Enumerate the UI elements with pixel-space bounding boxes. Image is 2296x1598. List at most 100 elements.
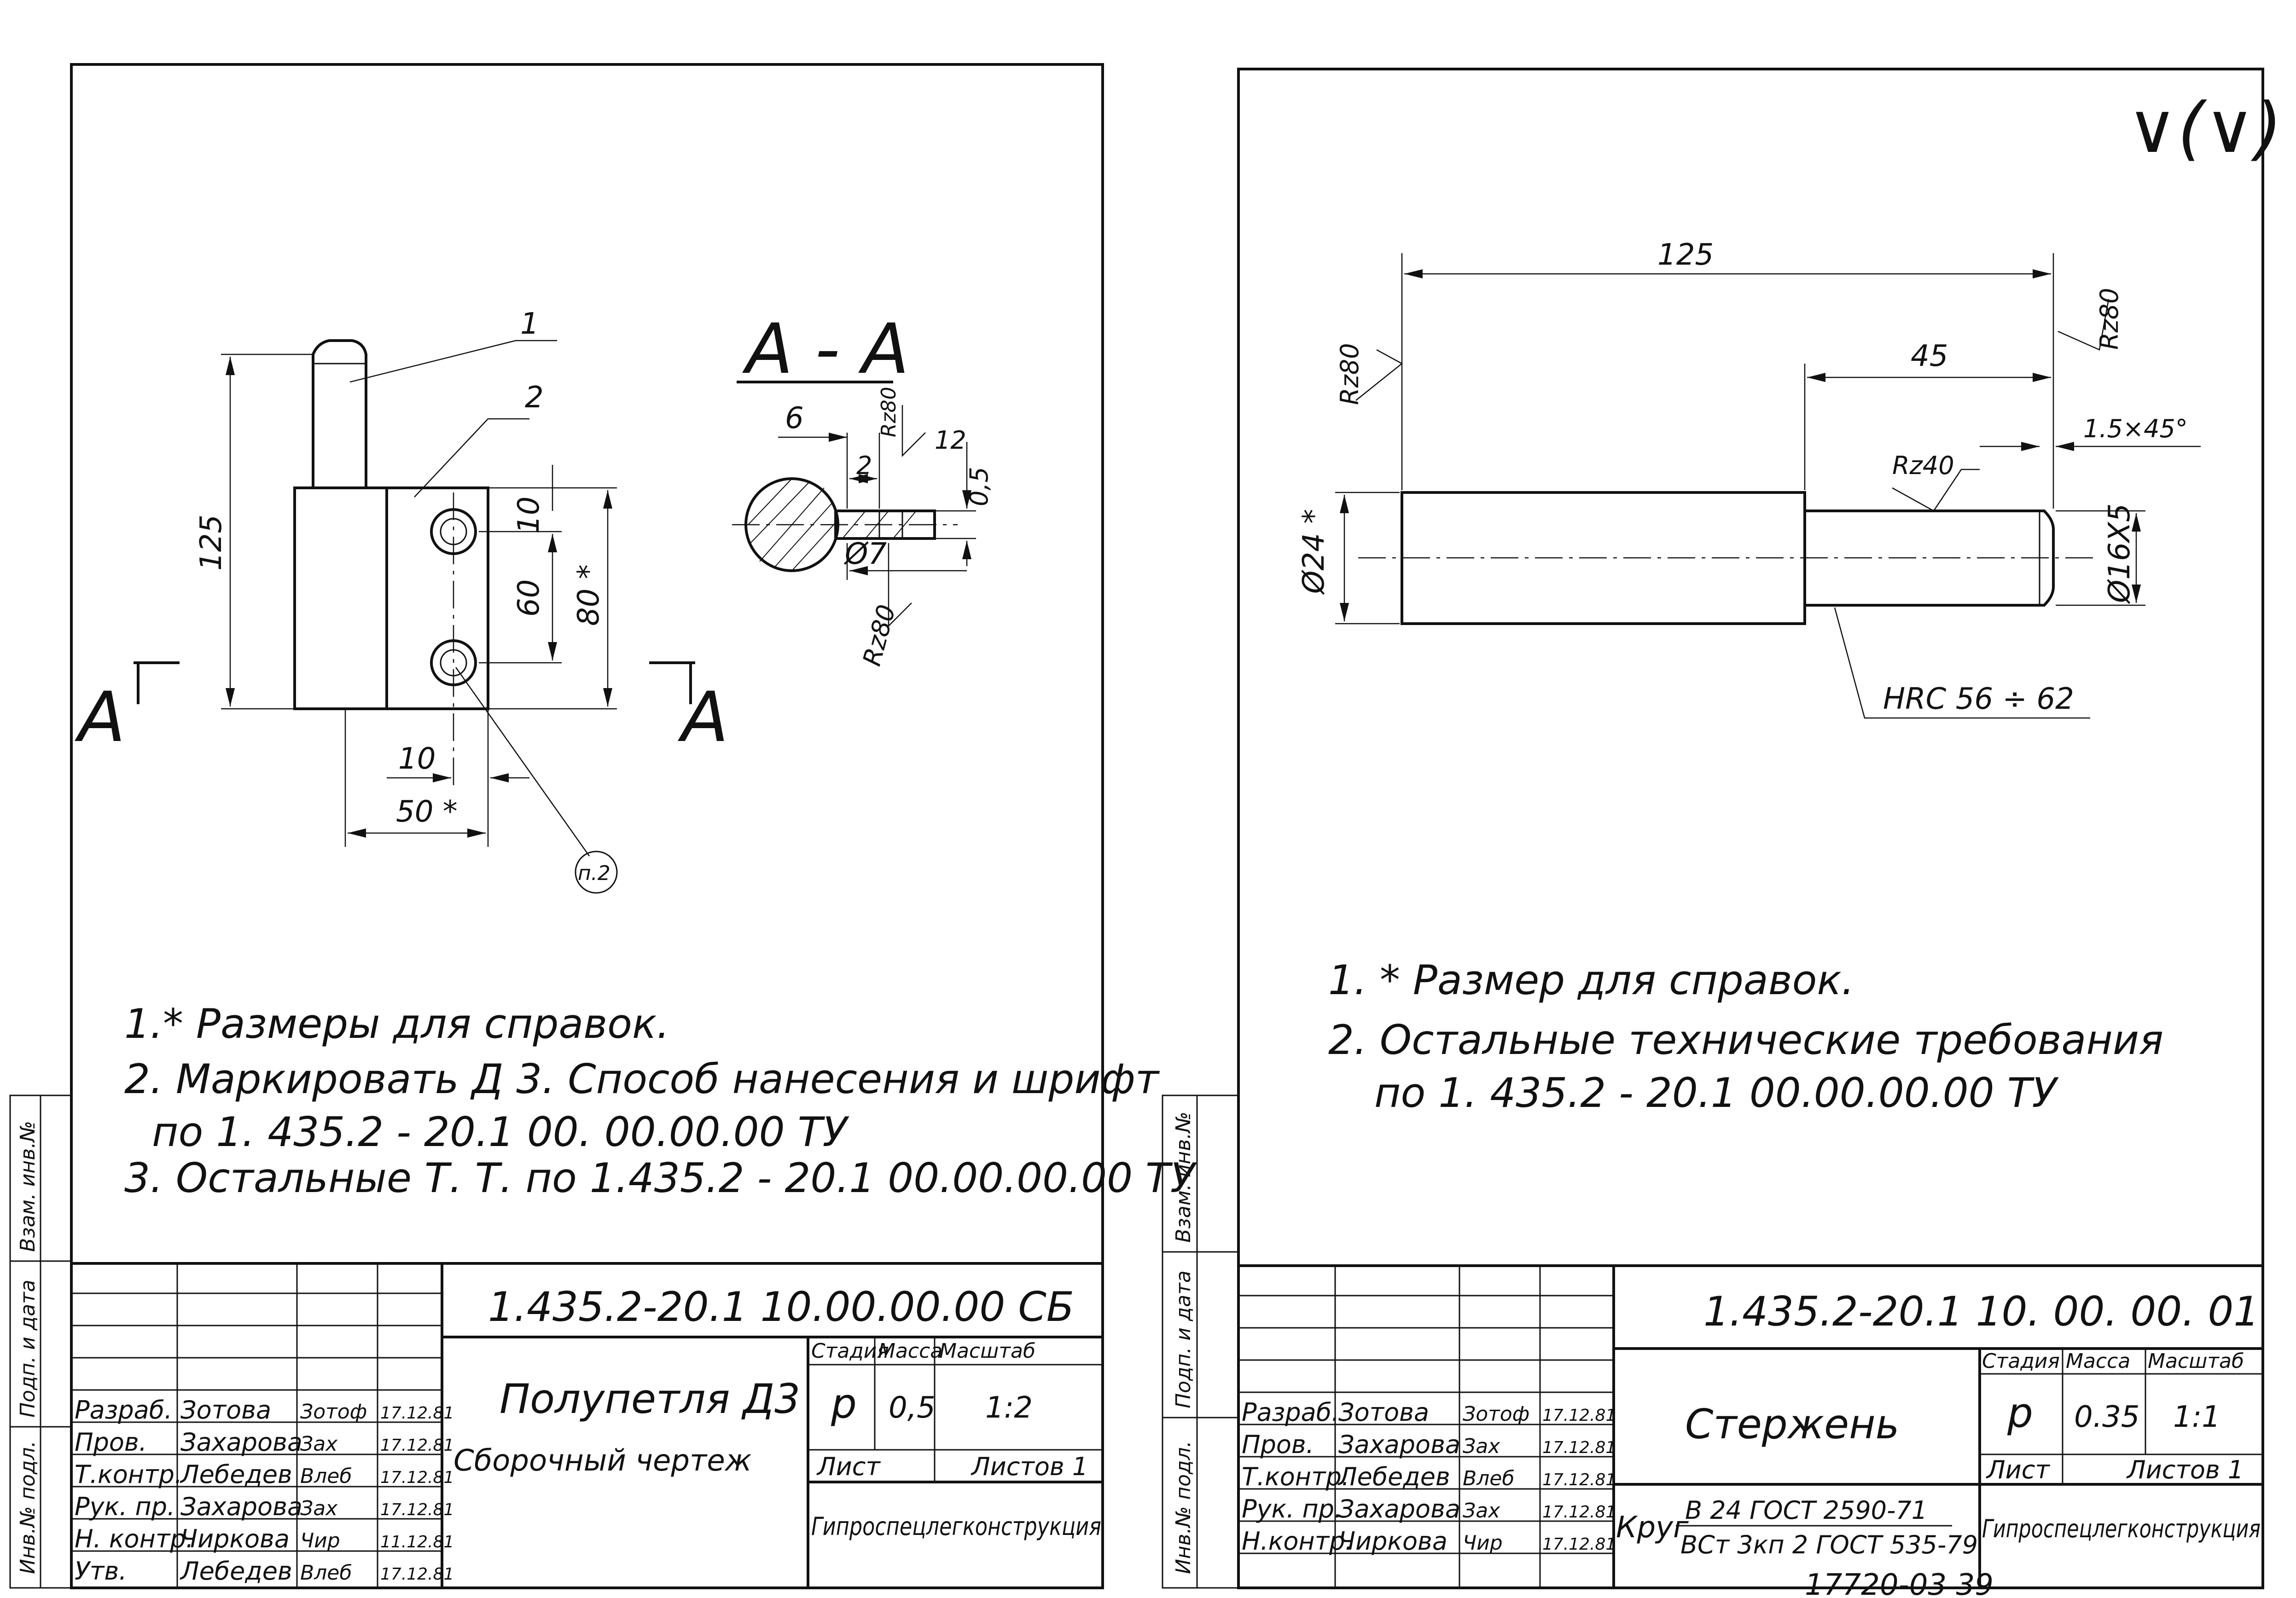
left-sheet: Инв.№ подл. Подп. и дата Взам. инв.№ 1 2… <box>9 63 1197 1589</box>
right-sheet: Инв.№ подл. Подп. и дата Взам. инв.№ ∨(∨… <box>1162 68 2282 1598</box>
left-part-subtitle: Сборочный чертеж <box>453 1444 752 1478</box>
left-sheets-label: Листов 1 <box>971 1452 1088 1481</box>
right-date: 17.12.81 <box>1542 1406 1616 1425</box>
sec-rz80-top: Rz80 <box>877 387 901 437</box>
dim-chamfer: 1.5×45° <box>2083 414 2188 443</box>
right-name: Чиркова <box>1338 1527 1447 1556</box>
left-sign-row-1: Пров. Захарова Зах 17.12.81 <box>75 1428 454 1457</box>
left-date: 11.12.81 <box>380 1533 454 1552</box>
rod-view: 125 45 Rz80 Rz80 1.5×45° Rz40 Ø24 * <box>1297 238 2201 719</box>
left-sign: Зах <box>300 1432 338 1456</box>
left-date: 17.12.81 <box>380 1500 454 1519</box>
left-stage-value: р <box>831 1380 857 1427</box>
dim-10-horizontal: 10 <box>398 742 436 776</box>
left-note-4: 3. Остальные Т. Т. по 1.435.2 - 20.1 00.… <box>124 1154 1197 1202</box>
cut-mark-left: А <box>75 677 126 758</box>
left-stage-header: Стадия <box>811 1339 889 1363</box>
left-date: 17.12.81 <box>380 1436 454 1455</box>
left-sign: Влеб <box>300 1561 352 1585</box>
right-note-2: 2. Остальные технические требования <box>1328 1016 2163 1064</box>
sec-dim-d7: Ø7 <box>843 537 887 571</box>
right-name: Лебедев <box>1337 1462 1450 1491</box>
left-name: Лебедев <box>180 1460 292 1489</box>
part-label-2: 2 <box>525 381 544 415</box>
dim-10-vertical: 10 <box>512 497 546 534</box>
left-sign-row-2: Т.контр. Лебедев Влеб 17.12.81 <box>75 1460 454 1489</box>
left-mass-header: Масса <box>878 1339 942 1363</box>
dim-60: 60 <box>512 579 546 617</box>
left-role: Рук. пр. <box>75 1492 175 1521</box>
section-a-a: А - А 6 2 <box>732 309 994 669</box>
right-name: Захарова <box>1338 1430 1460 1459</box>
sec-dim-6: 6 <box>785 401 804 435</box>
section-plate <box>834 510 936 540</box>
dim-50: 50 * <box>396 795 458 829</box>
left-role: Пров. <box>75 1428 147 1457</box>
rz40: Rz40 <box>1892 451 1954 480</box>
right-name: Захарова <box>1338 1494 1460 1523</box>
left-scale-header: Масштаб <box>939 1339 1035 1363</box>
right-sheets-label: Листов 1 <box>2126 1455 2244 1484</box>
left-doc-number: 1.435.2-20.1 10.00.00.00 СБ <box>488 1283 1074 1331</box>
right-sign: Влеб <box>1463 1467 1515 1490</box>
left-note-1: 1.* Размеры для справок. <box>124 1000 669 1048</box>
right-scale-header: Масштаб <box>2148 1349 2244 1373</box>
right-stage-value: р <box>2007 1389 2033 1436</box>
callout-label: п.2 <box>578 862 610 885</box>
right-role: Т.контр. <box>1242 1462 1349 1491</box>
right-side-label-inv: Инв.№ подл. <box>1172 1441 1195 1574</box>
right-scale-value: 1:1 <box>2173 1400 2220 1434</box>
right-org: Гипроспецлегконструкция <box>1982 1514 2261 1543</box>
roughness-symbol: ∨(∨) <box>2127 88 2282 168</box>
left-org: Гипроспецлегконструкция <box>811 1512 1101 1541</box>
right-title-block: 1.435.2-20.1 10. 00. 00. 01 Стержень Кру… <box>1237 1264 2264 1589</box>
left-role: Т.контр. <box>75 1460 182 1489</box>
left-part-name: Полупетля Д3 <box>500 1375 800 1423</box>
right-material-bottom: ВСт 3кп 2 ГОСТ 535-79 <box>1680 1530 1978 1559</box>
right-sign-row-0: Разраб. Зотова Зотоф 17.12.81 <box>1242 1398 1616 1427</box>
left-role: Н. контр. <box>75 1524 194 1553</box>
left-sign: Влеб <box>300 1465 352 1488</box>
rz80-left: Rz80 <box>1335 343 1364 405</box>
dim-125-right: 125 <box>1657 238 1714 272</box>
right-sign: Зах <box>1463 1499 1500 1523</box>
body-outline <box>293 486 489 710</box>
right-sign-row-3: Рук. пр. Захарова Зах 17.12.81 <box>1242 1494 1616 1523</box>
left-side-label-sign: Подп. и дата <box>16 1280 40 1418</box>
sec-rz80-bottom: Rz80 <box>857 602 901 669</box>
sec-dim-05: 0,5 <box>965 467 994 506</box>
right-sign: Чир <box>1463 1531 1503 1555</box>
right-date: 17.12.81 <box>1542 1503 1616 1522</box>
left-name: Лебедев <box>180 1557 292 1586</box>
cut-mark-right: А <box>678 677 729 758</box>
right-mass-header: Масса <box>2066 1349 2130 1373</box>
right-role: Пров. <box>1242 1430 1314 1459</box>
left-sign-row-3: Рук. пр. Захарова Зах 17.12.81 <box>75 1492 454 1521</box>
right-sign-row-4: Н.контр. Чиркова Чир 17.12.81 <box>1242 1527 1616 1556</box>
left-role: Утв. <box>75 1557 127 1586</box>
left-note-3: по 1. 435.2 - 20.1 00. 00.00.00 ТУ <box>152 1108 849 1156</box>
right-sign-row-1: Пров. Захарова Зах 17.12.81 <box>1242 1430 1616 1459</box>
dim-d16: Ø16X5 <box>2103 504 2137 604</box>
right-note-1: 1. * Размер для справок. <box>1328 956 1854 1004</box>
pin-outline <box>312 339 367 488</box>
part-label-1: 1 <box>520 307 539 341</box>
callout-circle <box>575 851 618 894</box>
right-date: 17.12.81 <box>1542 1535 1616 1554</box>
left-name: Захарова <box>180 1492 302 1521</box>
right-doc-number: 1.435.2-20.1 10. 00. 00. 01 <box>1703 1288 2259 1335</box>
sec-dim-2: 2 <box>856 451 872 480</box>
footer-code: 17720-03 39 <box>1805 1568 1994 1598</box>
right-note-3: по 1. 435.2 - 20.1 00.00.00.00 ТУ <box>1374 1069 2059 1117</box>
right-part-name: Стержень <box>1685 1401 1900 1448</box>
left-date: 17.12.81 <box>380 1404 454 1423</box>
rod-pin <box>1805 510 2055 607</box>
left-sign: Зах <box>300 1497 338 1520</box>
left-date: 17.12.81 <box>380 1468 454 1487</box>
right-notes: 1. * Размер для справок. 2. Остальные те… <box>1328 956 2163 1117</box>
left-mass-value: 0,5 <box>889 1391 936 1425</box>
hinge-assembly-view: 1 2 А А 125 10 60 80 * <box>75 307 729 894</box>
left-sign-row-5: Утв. Лебедев Влеб 17.12.81 <box>75 1557 454 1586</box>
left-name: Захарова <box>180 1428 302 1457</box>
right-role: Рук. пр. <box>1242 1494 1342 1523</box>
